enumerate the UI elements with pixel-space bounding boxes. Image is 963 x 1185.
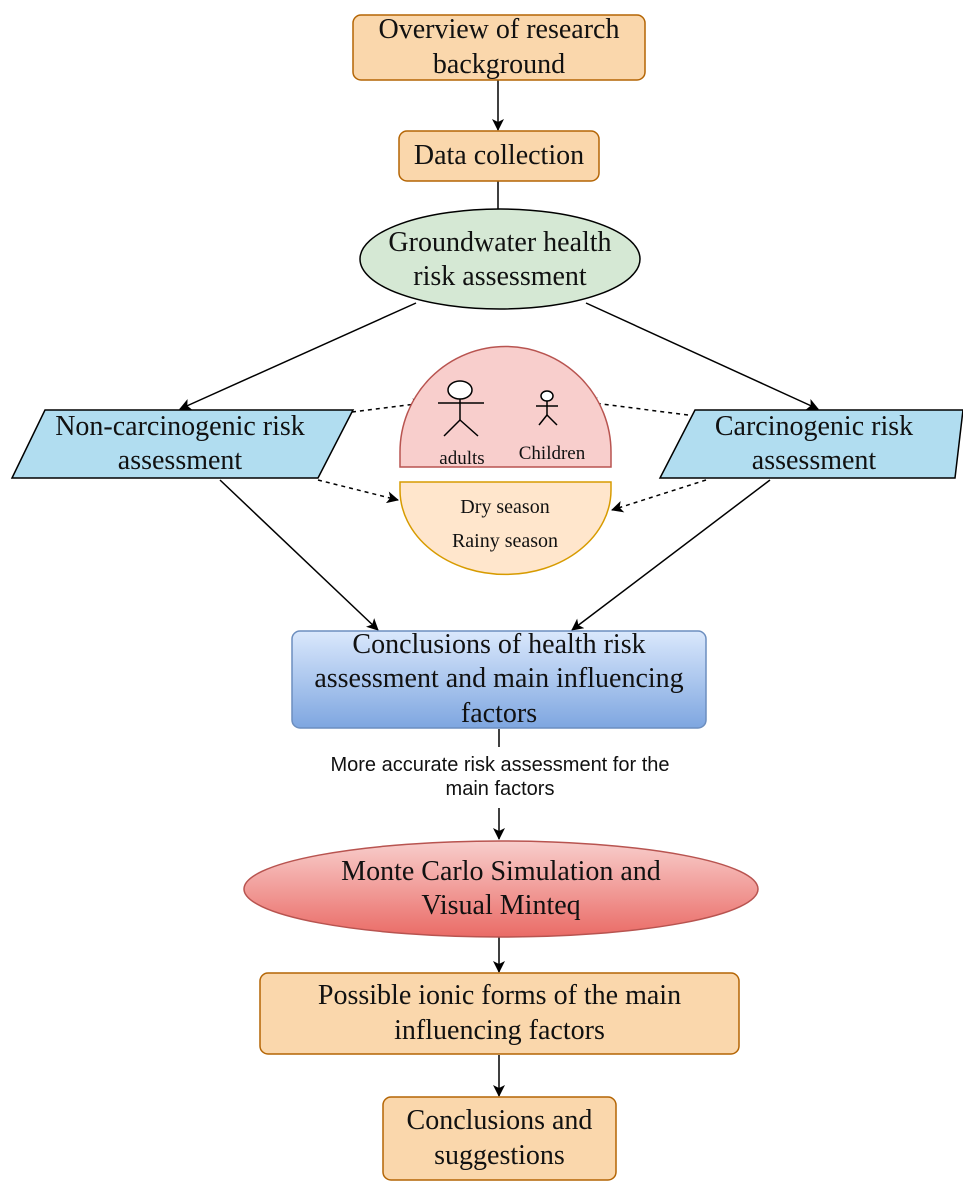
- groundwater-ellipse: [359, 208, 641, 310]
- edge-noncarcinogenic-to-season: [317, 479, 399, 504]
- groundwater-label: Groundwater health risk assessment: [388, 226, 612, 292]
- overview-label: Overview of research background: [378, 14, 620, 80]
- accurate-assessment-edge-label: More accurate risk assessment for the ma…: [320, 748, 680, 806]
- monte-carlo-ellipse: [243, 840, 759, 938]
- data-collection-label: Data collection: [413, 139, 585, 171]
- edge-groundwater-to-carcinogenic: [585, 302, 819, 410]
- carcinogenic-parallelogram: [658, 409, 963, 479]
- adult-figure-icon: [438, 380, 484, 437]
- final-conclusions-label: Conclusions and suggestions: [406, 1105, 593, 1171]
- final-conclusions-box: [382, 1096, 617, 1181]
- edge-carcinogenic-to-conclusions: [571, 479, 771, 631]
- ionic-forms-label: Possible ionic forms of the main influen…: [317, 980, 682, 1046]
- dry-season-label: Dry season: [460, 495, 550, 518]
- child-figure-icon: [536, 390, 558, 426]
- adults-label: adults: [439, 448, 485, 470]
- non-carcinogenic-parallelogram: [10, 409, 355, 479]
- conclusions-health-label: Conclusions of health risk assessment an…: [314, 629, 684, 729]
- season-semicircle: [399, 481, 612, 576]
- population-semicircle: [399, 345, 612, 468]
- edge-carcinogenic-to-season: [611, 479, 707, 513]
- data-collection-box: [398, 130, 600, 182]
- edge-carcinogenic-to-population: [585, 397, 689, 416]
- conclusions-health-box: [291, 630, 707, 729]
- non-carcinogenic-label: Non-carcinogenic risk assessment: [55, 410, 305, 476]
- rainy-season-label: Rainy season: [451, 529, 559, 552]
- children-label: Children: [518, 443, 586, 465]
- ionic-forms-box: [259, 972, 740, 1055]
- edge-noncarcinogenic-to-conclusions: [219, 479, 379, 631]
- carcinogenic-label: Carcinogenic risk assessment: [714, 410, 914, 476]
- edge-groundwater-to-noncarcinogenic: [179, 302, 417, 410]
- monte-carlo-label: Monte Carlo Simulation and Visual Minteq: [341, 855, 661, 921]
- overview-box: [352, 14, 646, 81]
